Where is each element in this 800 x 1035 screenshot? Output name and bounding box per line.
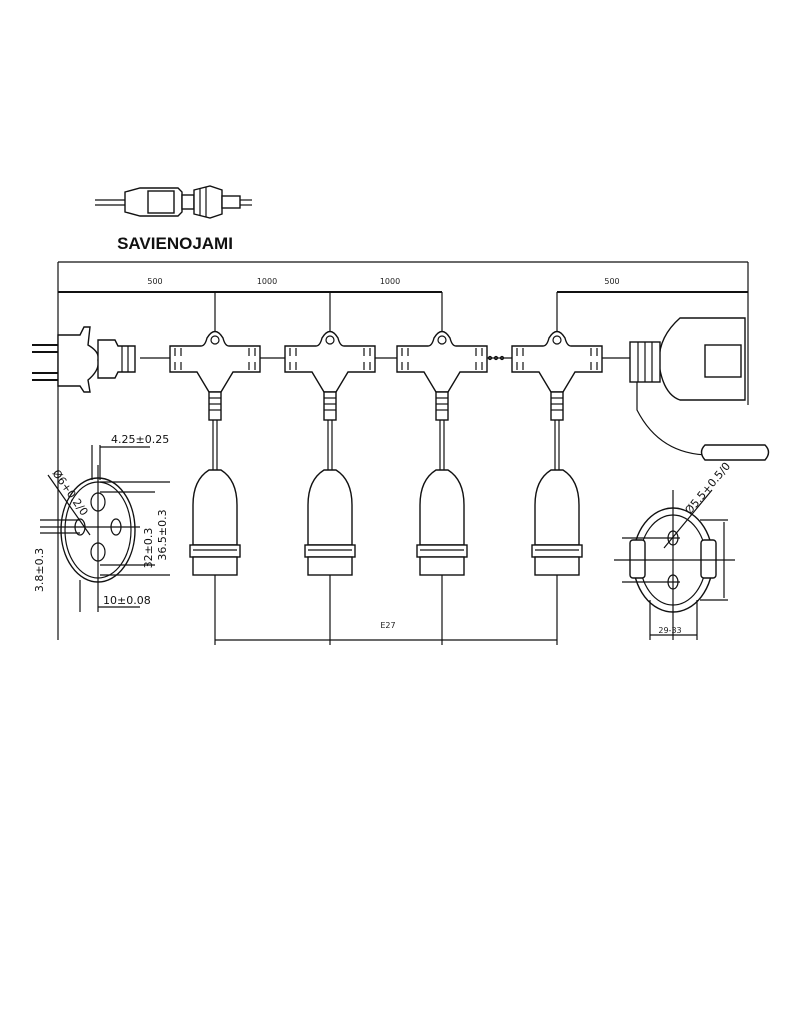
plug-offset: 3.8±0.3 — [33, 548, 46, 592]
connector-label: SAVIENOJAMI — [117, 234, 233, 253]
plug-outer-height: 36.5±0.3 — [156, 509, 169, 560]
connector-illustration — [95, 185, 252, 219]
e27-socket-body — [534, 469, 580, 546]
dim-socket-type: E27 — [380, 621, 395, 630]
continuation-dot — [493, 355, 499, 361]
plug — [32, 326, 136, 393]
socket-face-detail — [614, 489, 735, 640]
pendant-socket — [284, 330, 376, 576]
continuation-dot — [487, 355, 493, 361]
plug-face-detail — [40, 445, 170, 612]
plug-pin-spacing: 4.25±0.25 — [111, 433, 169, 446]
plug-inner-height: 32±0.3 — [142, 528, 155, 569]
t-connector — [511, 330, 603, 393]
t-connector — [169, 330, 261, 393]
continuation-dot — [499, 355, 505, 361]
e27-socket-body — [307, 469, 353, 546]
t-connector — [284, 330, 376, 393]
pendant-socket — [396, 330, 488, 576]
dim-segment-4: 500 — [604, 277, 619, 286]
e27-socket-body — [419, 469, 465, 546]
pendant-socket — [169, 330, 261, 576]
e27-socket-body — [192, 469, 238, 546]
pendant-socket — [511, 330, 603, 576]
dimension-lines — [57, 261, 749, 645]
socket-hole-diameter: Ø5.5+0.5/0 — [682, 460, 733, 517]
dim-segment-2: 1000 — [257, 277, 277, 286]
end-socket — [629, 317, 770, 461]
socket-width-range: 29-33 — [658, 626, 681, 635]
t-connector — [396, 330, 488, 393]
plug-width: 10±0.08 — [103, 594, 151, 607]
dim-segment-1: 500 — [147, 277, 162, 286]
dim-segment-3: 1000 — [380, 277, 400, 286]
